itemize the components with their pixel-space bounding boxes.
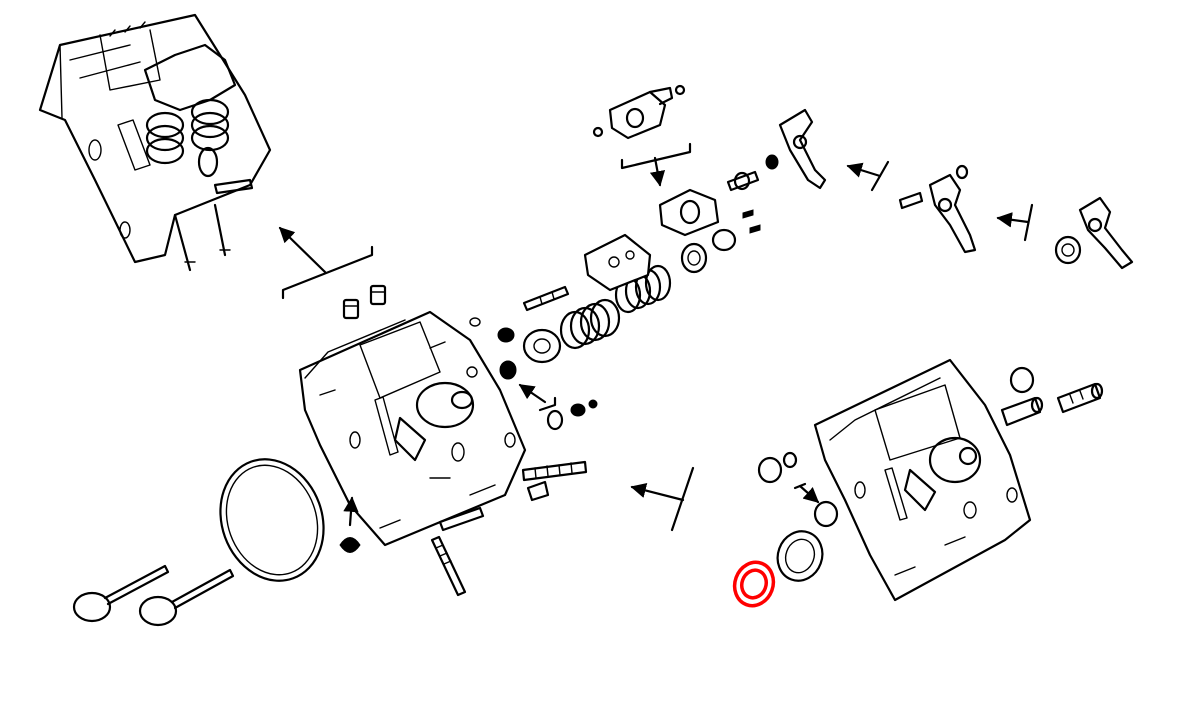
- intake-valve: [72, 564, 170, 623]
- seal-group-arrow: [518, 383, 557, 412]
- nut-small: [526, 480, 550, 502]
- bolt-pair-top: [342, 284, 387, 320]
- stud-short: [521, 460, 588, 482]
- adjusting-screw: [726, 154, 779, 192]
- core-plug: [339, 496, 361, 553]
- valve-seals: [469, 317, 517, 380]
- cylinder-head-bare: [298, 310, 527, 547]
- dowel-pin: [438, 506, 485, 532]
- cotter-set: [546, 399, 598, 431]
- rocker-arm-1: [778, 108, 827, 190]
- spring-seat: [522, 328, 562, 364]
- highlighted-seal-ring: [732, 560, 776, 608]
- rocker-support: [658, 188, 720, 237]
- rocker-arm-2: [898, 164, 977, 254]
- support-arrow: [620, 142, 692, 187]
- rocker-bracket: [583, 233, 652, 292]
- cylinder-head-assembled: [38, 13, 272, 272]
- rocker-bushing: [1054, 235, 1082, 265]
- valve-springs-assembled: [145, 98, 230, 165]
- stud-long: [430, 535, 467, 597]
- spring-retainer-cap: [680, 228, 737, 274]
- seat-insert-set: [757, 451, 839, 528]
- head-gasket: [219, 458, 325, 582]
- assembly-arrow-main: [278, 226, 374, 300]
- valve-guide: [522, 285, 570, 312]
- valve-guides-lower: [1000, 366, 1104, 427]
- insert-arrow: [793, 482, 820, 504]
- rocker-support-exploded: [592, 84, 686, 140]
- exhaust-valve: [138, 568, 235, 627]
- assembly-arrow-lower: [630, 466, 695, 532]
- rocker-arm-2-arrow: [996, 203, 1034, 242]
- cylinder-head-lower: [813, 358, 1032, 602]
- rocker-arm-arrow: [846, 160, 890, 192]
- valve-keepers: [742, 209, 761, 234]
- o-ring-seal: [776, 530, 824, 582]
- rocker-arm-3: [1078, 196, 1134, 270]
- valve-spring-inner: [559, 298, 621, 350]
